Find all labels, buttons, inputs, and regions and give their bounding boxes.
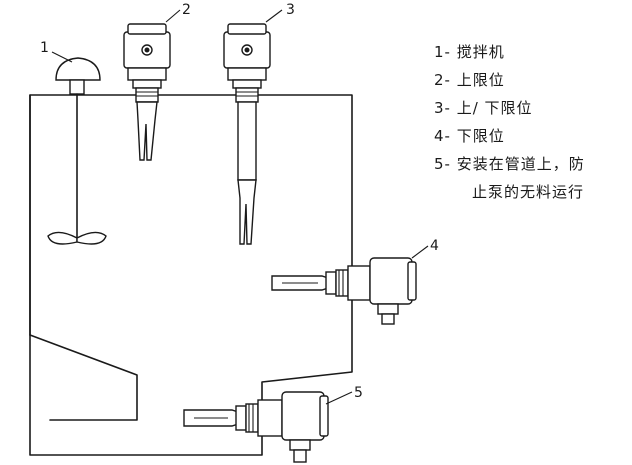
legend-item-5-continuation: 止泵的无料运行 bbox=[472, 183, 585, 201]
level-switch-pipe bbox=[183, 391, 329, 463]
callout-line-5 bbox=[325, 391, 353, 405]
callout-line-2 bbox=[165, 9, 181, 23]
legend-item-5: 5- 安装在管道上，防 bbox=[434, 155, 585, 173]
legend-item-2: 2- 上限位 bbox=[434, 71, 505, 89]
level-switch-extended bbox=[223, 23, 271, 245]
agitator bbox=[47, 57, 107, 245]
hopper-wall bbox=[29, 334, 138, 421]
callout-number-1: 1 bbox=[40, 40, 49, 56]
callout-number-2: 2 bbox=[182, 2, 191, 18]
level-switch-upper bbox=[123, 23, 171, 161]
callout-number-4: 4 bbox=[430, 238, 439, 254]
legend: 1- 搅拌机 2- 上限位 3- 上/ 下限位 4- 下限位 5- 安装在管道上… bbox=[434, 38, 585, 206]
callout-line-4 bbox=[411, 245, 429, 259]
legend-item-1: 1- 搅拌机 bbox=[434, 43, 505, 61]
legend-item-4: 4- 下限位 bbox=[434, 127, 505, 145]
callout-line-1 bbox=[51, 51, 73, 63]
legend-item-3: 3- 上/ 下限位 bbox=[434, 99, 533, 117]
callout-number-3: 3 bbox=[286, 2, 295, 18]
callout-line-3 bbox=[265, 9, 283, 23]
silo-outline bbox=[29, 94, 353, 456]
level-switch-lower bbox=[271, 257, 417, 325]
callout-number-5: 5 bbox=[354, 385, 363, 401]
